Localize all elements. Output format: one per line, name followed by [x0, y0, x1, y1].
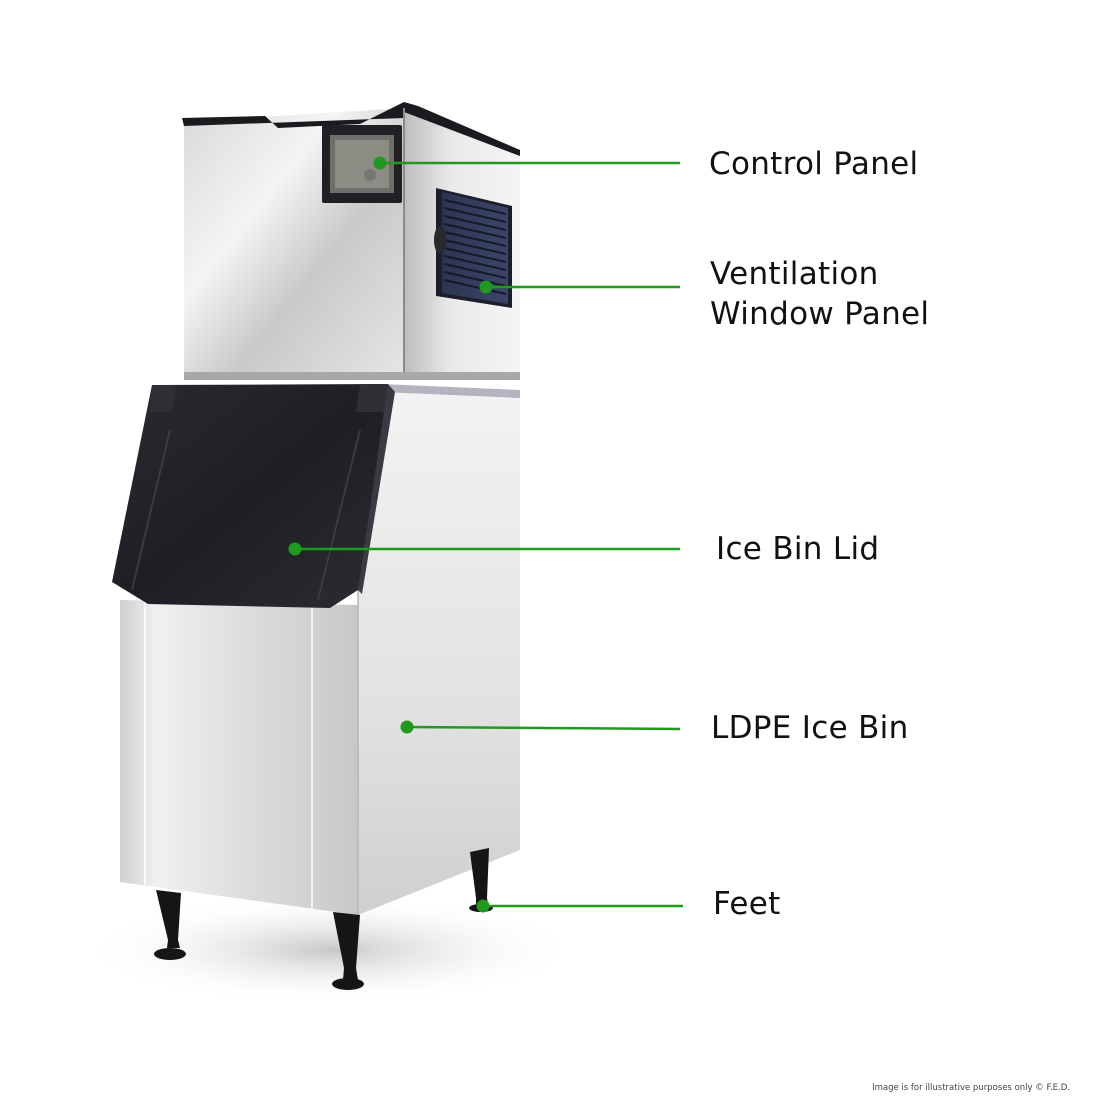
label-feet: Feet	[713, 886, 781, 922]
ice-bin-lid-dot-icon	[288, 542, 302, 556]
control-panel-dot-icon	[373, 156, 387, 170]
ldpe-bin-dot-icon	[400, 720, 414, 734]
ventilation-dot-icon	[479, 280, 493, 294]
label-control-panel: Control Panel	[709, 146, 919, 182]
feet-dot-icon	[476, 899, 490, 913]
control-panel-display	[322, 125, 402, 203]
label-ice-bin-lid: Ice Bin Lid	[716, 531, 880, 567]
ventilation-window	[434, 188, 512, 308]
floor-shadow	[80, 895, 580, 1005]
disclaimer-text: Image is for illustrative purposes only …	[872, 1083, 1070, 1093]
label-ldpe-ice-bin: LDPE Ice Bin	[711, 710, 909, 746]
label-ventilation-window-panel: Ventilation Window Panel	[710, 256, 930, 332]
callout-lines	[288, 156, 683, 913]
ice-bin-lid-shape	[112, 384, 395, 608]
ice-bin-body	[120, 384, 520, 915]
leader-line-ldpe-bin	[406, 725, 681, 731]
